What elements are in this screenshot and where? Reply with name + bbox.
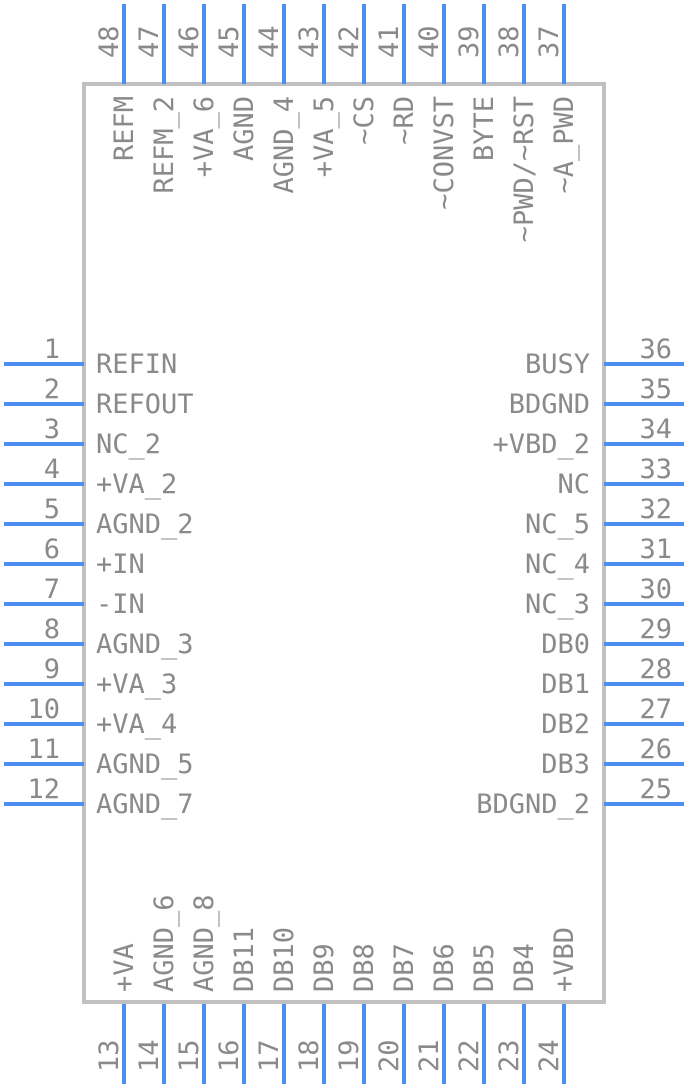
pin-name-va-5: +VA_5 [309, 96, 340, 177]
pin-name-va-4: +VA_4 [96, 709, 177, 740]
pin-number-8: 8 [44, 614, 60, 645]
pin-number-31: 31 [639, 534, 672, 565]
pin-number-4: 4 [44, 454, 60, 485]
pin-name-agnd-4: AGND_4 [269, 96, 300, 194]
pin-name-va-2: +VA_2 [96, 469, 177, 500]
pin-number-11: 11 [27, 734, 60, 765]
pin-number-41: 41 [374, 25, 405, 58]
pin-number-19: 19 [334, 1039, 365, 1072]
pin-name-agnd-3: AGND_3 [96, 629, 194, 660]
pin-name-nc: NC [557, 469, 590, 500]
pin-name-db6: DB6 [429, 943, 460, 992]
pin-name-cs: ~CS [349, 96, 380, 145]
pin-number-9: 9 [44, 654, 60, 685]
pin-number-18: 18 [294, 1039, 325, 1072]
pin-name-va-6: +VA_6 [189, 96, 220, 177]
pin-name-busy: BUSY [525, 349, 590, 380]
pin-number-12: 12 [27, 774, 60, 805]
pin-number-20: 20 [374, 1039, 405, 1072]
pin-name-nc-5: NC_5 [525, 509, 590, 540]
pin-number-10: 10 [27, 694, 60, 725]
pin-name-db5: DB5 [469, 943, 500, 992]
pin-number-17: 17 [254, 1039, 285, 1072]
pin-number-30: 30 [639, 574, 672, 605]
pin-number-44: 44 [254, 25, 285, 58]
pin-number-33: 33 [639, 454, 672, 485]
pin-name-agnd-7: AGND_7 [96, 789, 194, 820]
pin-name-va: +VA [109, 943, 140, 992]
pin-name-vbd: +VBD [549, 927, 580, 992]
pin-number-27: 27 [639, 694, 672, 725]
pin-name-a-pwd: ~A_PWD [549, 96, 580, 194]
pin-name-refm: REFM [109, 96, 140, 161]
pin-number-36: 36 [639, 334, 672, 365]
pin-number-13: 13 [94, 1039, 125, 1072]
pin-number-26: 26 [639, 734, 672, 765]
pin-name-bdgnd-2: BDGND_2 [476, 789, 590, 820]
pin-name-va-3: +VA_3 [96, 669, 177, 700]
pin-name-db4: DB4 [509, 943, 540, 992]
pin-name-db1: DB1 [541, 669, 590, 700]
pin-number-23: 23 [494, 1039, 525, 1072]
pin-name-db9: DB9 [309, 943, 340, 992]
pin-number-47: 47 [134, 25, 165, 58]
pin-number-46: 46 [174, 25, 205, 58]
chip-body [82, 82, 606, 1004]
pin-number-48: 48 [94, 25, 125, 58]
pin-name-rd: ~RD [389, 96, 420, 145]
pin-number-24: 24 [534, 1039, 565, 1072]
pin-number-5: 5 [44, 494, 60, 525]
pin-name-agnd: AGND [229, 96, 260, 161]
pin-name-db2: DB2 [541, 709, 590, 740]
pin-name-in: -IN [96, 589, 145, 620]
pin-number-37: 37 [534, 25, 565, 58]
pin-number-3: 3 [44, 414, 60, 445]
pin-number-15: 15 [174, 1039, 205, 1072]
pin-number-25: 25 [639, 774, 672, 805]
pin-name-refin: REFIN [96, 349, 177, 380]
pin-name-db8: DB8 [349, 943, 380, 992]
pin-number-38: 38 [494, 25, 525, 58]
pin-name-refout: REFOUT [96, 389, 194, 420]
pin-name-db11: DB11 [229, 927, 260, 992]
pin-number-42: 42 [334, 25, 365, 58]
pin-name-nc-2: NC_2 [96, 429, 161, 460]
pin-number-21: 21 [414, 1039, 445, 1072]
pin-number-6: 6 [44, 534, 60, 565]
pin-number-45: 45 [214, 25, 245, 58]
pin-number-43: 43 [294, 25, 325, 58]
pin-name-convst: ~CONVST [429, 96, 460, 210]
pin-name-pwd-rst: ~PWD/~RST [509, 96, 540, 242]
pin-number-28: 28 [639, 654, 672, 685]
pin-group: 1 REFIN 2 REFOUT 3 NC_2 4 +VA_2 5 AGND_2 6 +IN 7 -IN 8… [4, 4, 684, 1084]
pin-number-22: 22 [454, 1039, 485, 1072]
pin-number-1: 1 [44, 334, 60, 365]
pin-name-in: +IN [96, 549, 145, 580]
pin-name-agnd-8: AGND_8 [189, 894, 220, 992]
pin-name-agnd-5: AGND_5 [96, 749, 194, 780]
pin-number-32: 32 [639, 494, 672, 525]
pin-name-byte: BYTE [469, 96, 500, 161]
pin-name-db0: DB0 [541, 629, 590, 660]
pin-name-refm-2: REFM_2 [149, 96, 180, 194]
pin-number-14: 14 [134, 1039, 165, 1072]
pin-number-39: 39 [454, 25, 485, 58]
pin-name-bdgnd: BDGND [509, 389, 590, 420]
pin-number-7: 7 [44, 574, 60, 605]
pin-name-vbd-2: +VBD_2 [492, 429, 590, 460]
pin-name-nc-4: NC_4 [525, 549, 590, 580]
pin-name-agnd-2: AGND_2 [96, 509, 194, 540]
pin-name-agnd-6: AGND_6 [149, 894, 180, 992]
pin-name-nc-3: NC_3 [525, 589, 590, 620]
pin-number-29: 29 [639, 614, 672, 645]
pin-name-db3: DB3 [541, 749, 590, 780]
pin-number-34: 34 [639, 414, 672, 445]
pin-name-db10: DB10 [269, 927, 300, 992]
pin-number-2: 2 [44, 374, 60, 405]
pin-number-35: 35 [639, 374, 672, 405]
pin-number-16: 16 [214, 1039, 245, 1072]
pin-name-db7: DB7 [389, 943, 420, 992]
pin-number-40: 40 [414, 25, 445, 58]
